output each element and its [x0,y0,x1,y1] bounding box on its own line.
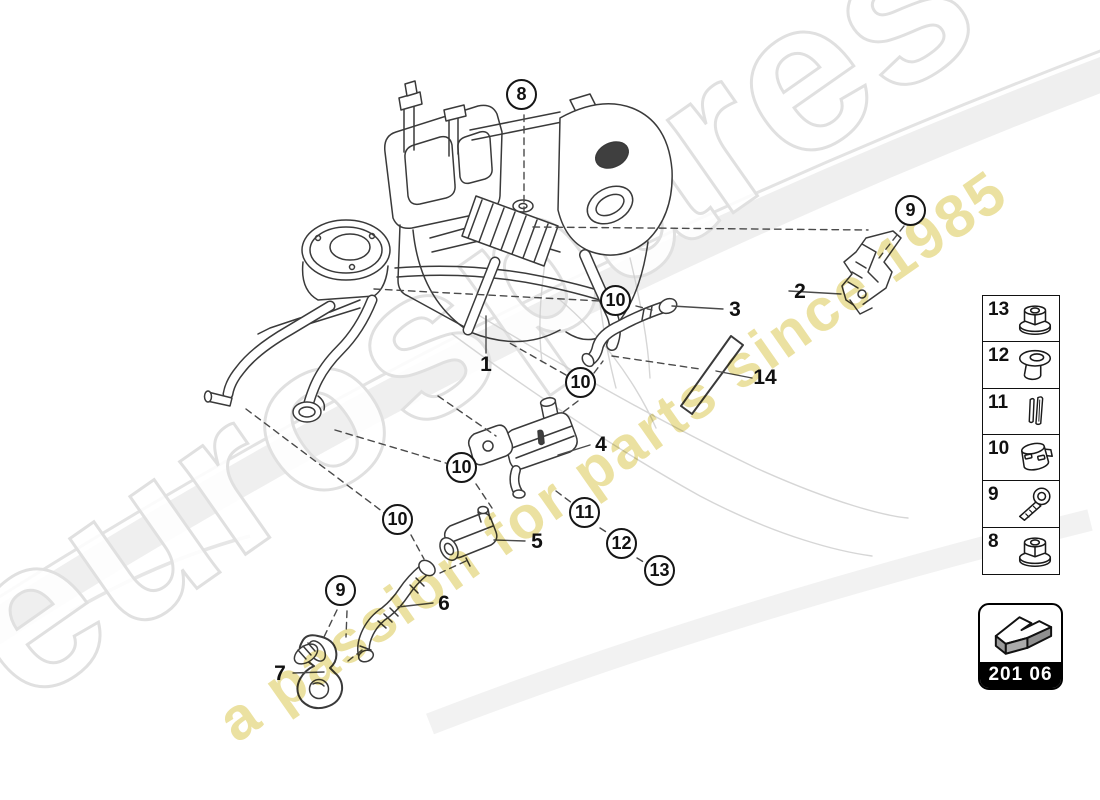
callout-10[interactable]: 10 [600,285,631,316]
callout-10[interactable]: 10 [446,452,477,483]
sidebar-item-13[interactable]: 13 [982,295,1060,343]
callout-9[interactable]: 9 [325,575,356,606]
sidebar-item-number: 9 [988,484,999,506]
hose-clamp-icon [1019,439,1055,473]
page-code-box[interactable]: 201 06 [978,603,1063,690]
charcoal-canister-assembly-part-1 [203,80,673,423]
sidebar-item-10[interactable]: 10 [982,433,1060,482]
callout-8[interactable]: 8 [506,79,537,110]
sidebar-item-number: 10 [988,437,1010,459]
sidebar-item-9[interactable]: 9 [982,480,1060,529]
fasteners-sidebar: 13 12 11 10 9 8 [982,295,1060,575]
vent-hose-part-6 [357,559,436,663]
sidebar-item-number: 13 [988,299,1010,320]
dashed-connector-lines [245,114,905,662]
part-label-7[interactable]: 7 [274,662,286,685]
leader-lines [292,290,842,674]
part-label-4[interactable]: 4 [595,433,607,456]
callout-13[interactable]: 13 [644,555,675,586]
sidebar-item-11[interactable]: 11 [982,387,1060,436]
part-label-6[interactable]: 6 [438,592,450,615]
sidebar-item-12[interactable]: 12 [982,341,1060,390]
page-code-label: 201 06 [980,662,1061,688]
socket-bolt-icon [1018,487,1051,522]
part-label-14[interactable]: 14 [753,366,777,389]
retaining-pins-icon [1028,395,1044,425]
callout-10[interactable]: 10 [382,504,413,535]
callout-10[interactable]: 10 [565,367,596,398]
part-label-1[interactable]: 1 [480,353,492,376]
part-label-3[interactable]: 3 [729,298,741,321]
spacer-bushing-icon [1018,350,1052,381]
part-label-2[interactable]: 2 [794,280,806,303]
callout-12[interactable]: 12 [606,528,637,559]
direction-arrow-icon [994,616,1053,655]
bracket-part-2 [841,230,902,315]
flange-nut-icon [1018,536,1052,567]
callout-9[interactable]: 9 [895,195,926,226]
part-label-5[interactable]: 5 [531,530,543,553]
sidebar-item-number: 12 [988,345,1010,367]
sidebar-item-number: 8 [988,530,999,552]
breather-hose-part-3 [581,297,678,368]
sidebar-item-number: 11 [988,391,1009,413]
callout-11[interactable]: 11 [569,497,600,528]
adhesive-strip-part-14 [680,335,744,415]
sidebar-item-8[interactable]: 8 [982,526,1060,575]
flange-nut-icon [1018,305,1052,336]
vent-valve-part-5 [439,505,498,567]
